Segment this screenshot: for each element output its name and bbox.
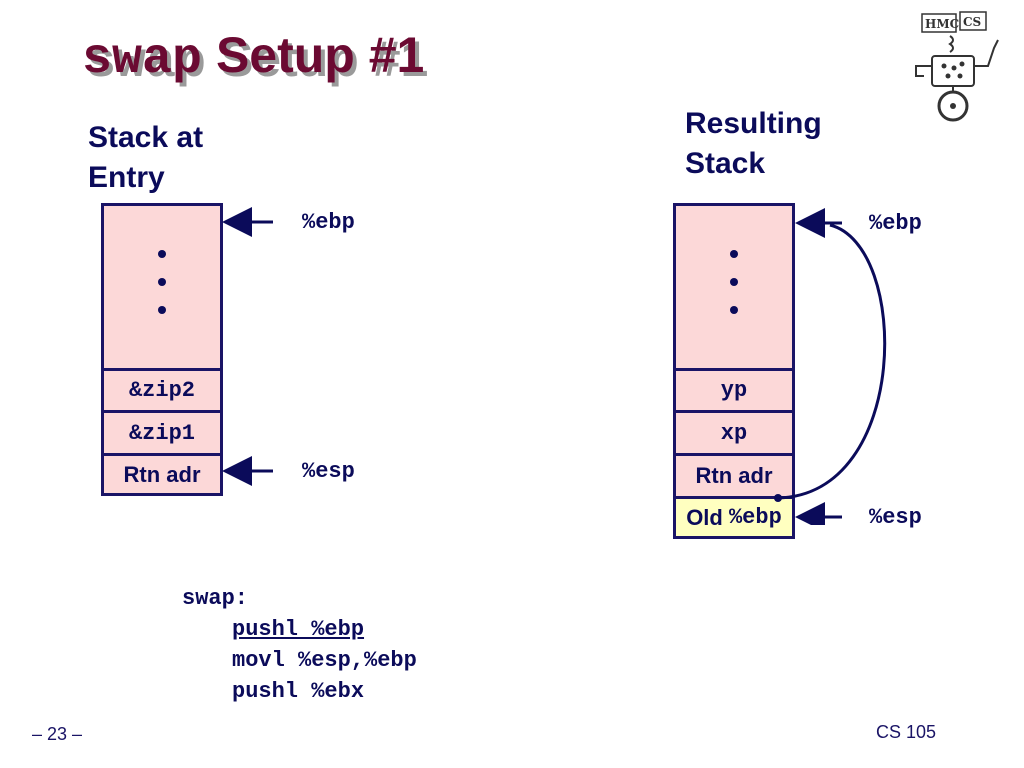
slide-title: swap Setup #1 [82,26,424,88]
title-rest: Setup #1 [215,27,425,83]
old-reg: %ebp [728,505,782,530]
left-heading-line2: Entry [88,161,165,194]
left-pointer-arrows [222,207,273,486]
right-ebp-label: %ebp [869,211,922,236]
entry-stack: &zip2 &zip1 Rtn adr [101,203,223,496]
code-line-2: movl %esp,%ebp [232,648,417,673]
hmc-cs-logo: HMC CS [908,8,1012,124]
stack-cell-yp: yp [676,368,792,410]
ellipsis-dots [104,240,220,324]
course-label: CS 105 [876,722,937,742]
page-number: – 23 – [32,724,83,744]
right-heading-line1: Resulting [685,107,822,140]
right-pointer-arrows [774,208,887,525]
ellipsis-dots [676,240,792,324]
right-heading: Resulting Stack [685,104,822,184]
left-ebp-label: %ebp [302,210,355,235]
old-prefix: Old [686,504,723,530]
right-esp-label: %esp [869,505,922,530]
code-label: swap: [182,586,249,611]
right-heading-line2: Stack [685,147,766,180]
stack-cell-zip1: &zip1 [104,410,220,453]
stack-cell-rtn-adr: Rtn adr [676,453,792,496]
stack-cell-old-ebp: Old %ebp [676,496,792,536]
title-code: swap [82,31,203,88]
code-line-3: pushl %ebx [232,679,365,704]
left-heading: Stack at Entry [88,118,203,198]
stack-cell-xp: xp [676,410,792,453]
resulting-stack: yp xp Rtn adr Old %ebp [673,203,795,539]
left-heading-line1: Stack at [88,121,204,154]
code-block: pushl %ebp movl %esp,%ebp pushl %ebx [232,614,417,707]
left-esp-label: %esp [302,459,355,484]
svg-text:CS: CS [963,15,981,29]
stack-cell-zip2: &zip2 [104,368,220,410]
code-line-1: pushl %ebp [232,617,365,642]
stack-cell-rtn-adr: Rtn adr [104,453,220,493]
svg-text:HMC: HMC [925,17,959,31]
